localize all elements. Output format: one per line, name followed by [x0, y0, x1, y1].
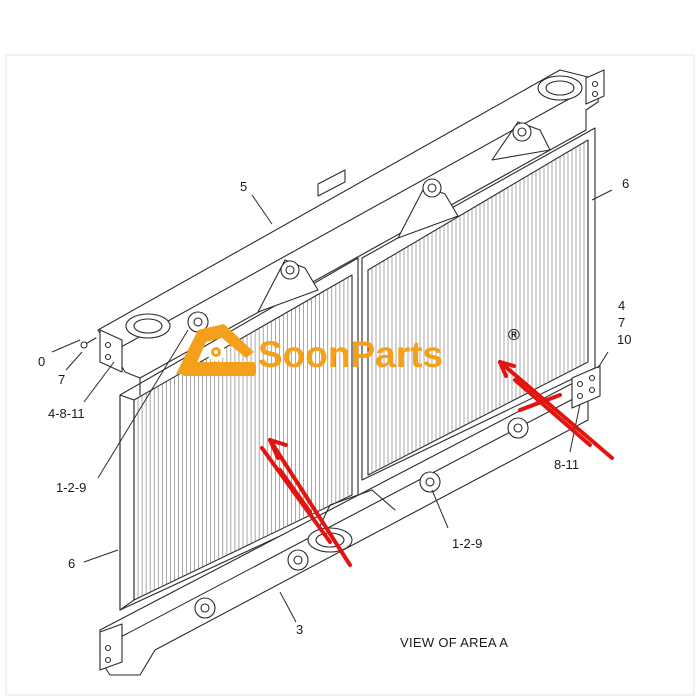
- left-radiator-core: [119, 257, 359, 611]
- lower-mount-3: [419, 471, 441, 493]
- bracket-left-lower: [99, 623, 123, 671]
- top-tank: [97, 69, 601, 396]
- callout-8-11: 8-11: [554, 457, 579, 472]
- excavator-logo-icon: [176, 324, 256, 376]
- callout-7: 7: [58, 372, 65, 387]
- registered-mark: ®: [508, 327, 520, 344]
- callout-7-right: 7: [618, 315, 625, 330]
- callout-6-left: 6: [68, 556, 75, 571]
- callout-4-right: 4: [618, 298, 625, 313]
- bracket-right-upper: [585, 69, 605, 105]
- right-inlet-port: [537, 75, 583, 101]
- callout-4-8-11: 4-8-11: [48, 406, 85, 421]
- leader-lines: [51, 189, 613, 623]
- callout-5: 5: [240, 179, 247, 194]
- lower-mount-2: [287, 549, 309, 571]
- callout-3: 3: [296, 622, 303, 637]
- brand-name: SoonParts: [258, 334, 443, 375]
- diagram-frame: [5, 54, 695, 696]
- upper-mount-1: [257, 259, 319, 313]
- upper-mount-2: [397, 178, 459, 239]
- callout-1-2-9-bottom: 1-2-9: [452, 536, 482, 551]
- left-inlet-port: [125, 313, 171, 339]
- red-arrow-right: [498, 360, 614, 460]
- bracket-right-lower: [571, 365, 601, 409]
- view-caption: VIEW OF AREA A: [400, 635, 508, 650]
- upper-mount-3: [491, 121, 551, 161]
- bracket-left-upper: [99, 329, 123, 373]
- callout-1-2-9-left: 1-2-9: [56, 480, 86, 495]
- bolt: [80, 337, 97, 349]
- callout-0: 0: [38, 354, 45, 369]
- soonparts-logo: SoonParts ®: [176, 324, 520, 376]
- red-arrow-left: [260, 438, 352, 567]
- lower-mount-4: [507, 417, 529, 439]
- lower-mount-1: [194, 597, 216, 619]
- callout-6-top: 6: [622, 176, 629, 191]
- callout-10-right: 10: [617, 332, 631, 347]
